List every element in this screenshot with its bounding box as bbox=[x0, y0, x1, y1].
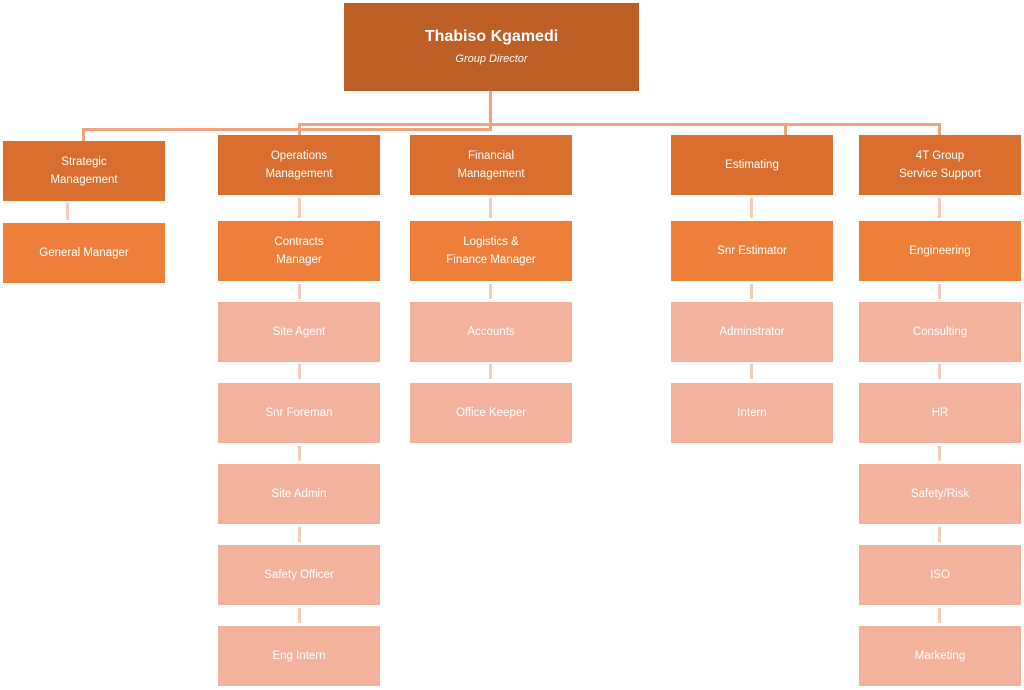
connector-down-support bbox=[938, 123, 941, 135]
connector-ops-6 bbox=[298, 608, 301, 623]
role-hr: HR bbox=[859, 383, 1021, 443]
connector-fin-3 bbox=[489, 364, 492, 379]
role-contracts-manager: Contracts Manager bbox=[218, 221, 380, 281]
role-consulting: Consulting bbox=[859, 302, 1021, 362]
connector-strategic-gm bbox=[66, 203, 69, 220]
role-site-admin: Site Admin bbox=[218, 464, 380, 524]
role-safety-officer: Safety Officer bbox=[218, 545, 380, 605]
role-logistics-finance-manager: Logistics & Finance Manager bbox=[410, 221, 572, 281]
connector-ops-1 bbox=[298, 198, 301, 218]
connector-fin-1 bbox=[489, 198, 492, 218]
role-general-manager: General Manager bbox=[3, 223, 165, 283]
dept-service-support: 4T Group Service Support bbox=[859, 135, 1021, 195]
connector-est-3 bbox=[750, 364, 753, 379]
role-intern: Intern bbox=[671, 383, 833, 443]
connector-horizontal-lower bbox=[298, 123, 941, 126]
connector-root-down bbox=[489, 91, 492, 128]
role-marketing: Marketing bbox=[859, 626, 1021, 686]
role-site-agent: Site Agent bbox=[218, 302, 380, 362]
root-node: Thabiso Kgamedi Group Director bbox=[344, 3, 639, 91]
role-safety-risk: Safety/Risk bbox=[859, 464, 1021, 524]
connector-sup-3 bbox=[938, 364, 941, 379]
dept-estimating: Estimating bbox=[671, 135, 833, 195]
role-adminstrator: Adminstrator bbox=[671, 302, 833, 362]
connector-ops-3 bbox=[298, 364, 301, 379]
role-snr-estimator: Snr Estimator bbox=[671, 221, 833, 281]
connector-sup-2 bbox=[938, 284, 941, 299]
root-title: Group Director bbox=[455, 53, 528, 65]
connector-fin-2 bbox=[489, 284, 492, 299]
connector-ops-5 bbox=[298, 527, 301, 542]
connector-horizontal-upper bbox=[82, 128, 492, 131]
connector-ops-2 bbox=[298, 284, 301, 299]
role-snr-foreman: Snr Foreman bbox=[218, 383, 380, 443]
dept-financial-management: Financial Management bbox=[410, 135, 572, 195]
role-eng-intern: Eng Intern bbox=[218, 626, 380, 686]
connector-sup-5 bbox=[938, 527, 941, 542]
dept-strategic-management: Strategic Management bbox=[3, 141, 165, 201]
connector-est-1 bbox=[750, 198, 753, 218]
connector-down-estimating bbox=[784, 123, 787, 135]
role-accounts: Accounts bbox=[410, 302, 572, 362]
root-name: Thabiso Kgamedi bbox=[424, 28, 559, 45]
connector-sup-1 bbox=[938, 198, 941, 218]
connector-down-operations bbox=[298, 123, 301, 135]
connector-sup-4 bbox=[938, 446, 941, 461]
dept-operations-management: Operations Management bbox=[218, 135, 380, 195]
role-iso: ISO bbox=[859, 545, 1021, 605]
connector-ops-4 bbox=[298, 446, 301, 461]
role-office-keeper: Office Keeper bbox=[410, 383, 572, 443]
connector-sup-6 bbox=[938, 608, 941, 623]
role-engineering: Engineering bbox=[859, 221, 1021, 281]
connector-est-2 bbox=[750, 284, 753, 299]
connector-down-strategic bbox=[82, 128, 85, 141]
